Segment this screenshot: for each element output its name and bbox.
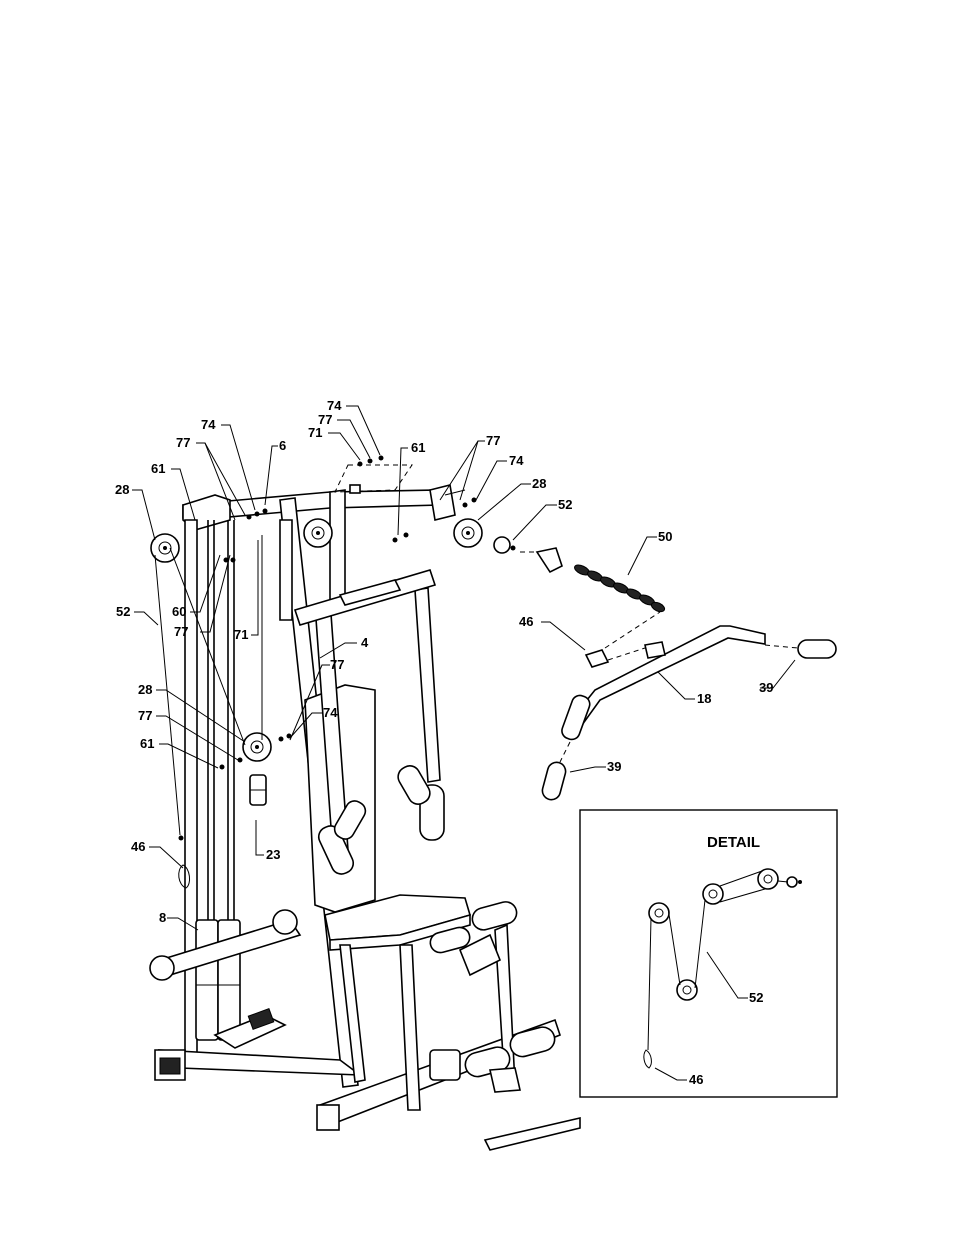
callout-8: 8 xyxy=(159,910,166,925)
callout-77-center: 77 xyxy=(330,657,344,672)
callout-77-left: 77 xyxy=(176,435,190,450)
callout-71-top: 71 xyxy=(308,425,322,440)
callout-18: 18 xyxy=(697,691,711,706)
detail-title: DETAIL xyxy=(707,834,760,851)
callout-52-detail: 52 xyxy=(749,990,763,1005)
callout-28-left: 28 xyxy=(115,482,129,497)
callout-77-top: 77 xyxy=(318,412,332,427)
pulley-28-left xyxy=(150,533,180,563)
callout-6: 6 xyxy=(279,438,286,453)
pulley-28-right xyxy=(453,518,483,548)
callout-61-lower: 61 xyxy=(140,736,154,751)
callout-74-right: 74 xyxy=(509,453,524,468)
chain-50 xyxy=(574,564,666,613)
callout-74-top: 74 xyxy=(327,398,342,413)
callout-39-lower: 39 xyxy=(607,759,621,774)
leader-lines xyxy=(132,405,796,931)
callout-74-left: 74 xyxy=(201,417,216,432)
callout-52-left: 52 xyxy=(116,604,130,619)
callout-28-lower: 28 xyxy=(138,682,152,697)
callout-39-right: 39 xyxy=(759,680,773,695)
callout-77-right: 77 xyxy=(486,433,500,448)
callout-60: 60 xyxy=(172,604,186,619)
callout-61-left: 61 xyxy=(151,461,165,476)
lat-bar-assembly xyxy=(520,547,837,801)
pulley-top-center xyxy=(303,518,333,548)
callout-labels: 74 77 71 61 77 74 28 52 50 74 77 6 61 28… xyxy=(115,398,773,925)
hardware xyxy=(219,455,516,770)
detail-inset: DETAIL 52 46 xyxy=(579,809,838,1098)
cable-52 xyxy=(154,535,263,889)
callout-46-left: 46 xyxy=(131,839,145,854)
callout-77-lower: 77 xyxy=(138,708,152,723)
callout-46-detail: 46 xyxy=(689,1072,703,1087)
callout-4: 4 xyxy=(361,635,369,650)
callout-77-mid: 77 xyxy=(174,624,188,639)
callout-71-mid: 71 xyxy=(234,627,248,642)
callout-28-right: 28 xyxy=(532,476,546,491)
callout-50: 50 xyxy=(658,529,672,544)
callout-23: 23 xyxy=(266,847,280,862)
callout-74-center: 74 xyxy=(323,705,338,720)
callout-61-top: 61 xyxy=(411,440,425,455)
seat-assembly xyxy=(293,569,556,1111)
pulley-28-lower xyxy=(242,732,272,762)
pulleys xyxy=(150,518,511,806)
callout-52-right: 52 xyxy=(558,497,572,512)
callout-46-right: 46 xyxy=(519,614,533,629)
